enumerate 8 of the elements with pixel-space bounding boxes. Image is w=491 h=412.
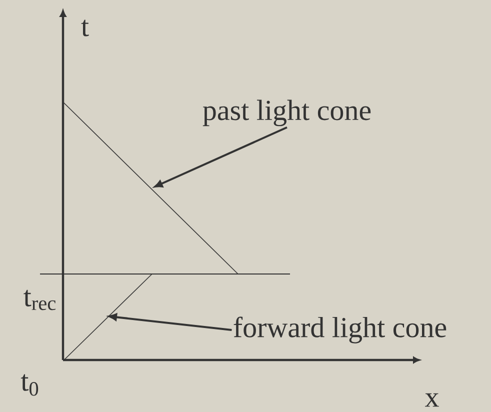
axis-label: x [425,393,439,407]
tick-label: t$_{0}$ [20,374,38,396]
leader-arrow [108,313,232,331]
tick-label: t$_{rec}$ [24,290,56,310]
leader-arrow [154,126,288,188]
text-label: past light cone [202,100,371,126]
axis-label: t [81,20,89,36]
text-label: forward light cone [234,316,446,344]
